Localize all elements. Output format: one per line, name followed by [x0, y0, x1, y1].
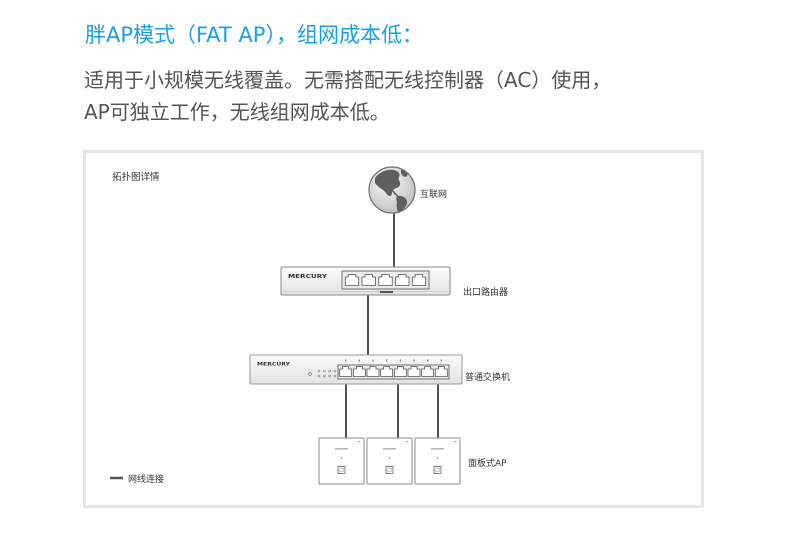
- switch-led: [323, 374, 326, 378]
- panel-ap-logo-mark: [335, 448, 348, 450]
- router-port: [344, 274, 360, 286]
- switch-port: [339, 366, 353, 377]
- switch-port-mark: [386, 359, 388, 362]
- continent-south-america: [396, 195, 407, 213]
- router-port: [395, 274, 410, 286]
- panel-ap-port: [337, 466, 346, 474]
- switch-port-mark: [358, 359, 360, 362]
- switch-power-indicator: [308, 372, 312, 376]
- diagram-title: 拓扑图详情: [112, 171, 160, 183]
- switch-port-panel: [337, 364, 450, 380]
- page-heading: 胖AP模式（FAT AP），组网成本低：: [85, 23, 423, 47]
- switch-port-mark: [372, 359, 374, 362]
- switch-led: [317, 374, 321, 378]
- panel-ap-indicator: [340, 457, 343, 459]
- panel-ap-body: [366, 437, 413, 485]
- switch-port-mark: [399, 359, 401, 362]
- panel-ap-logo-mark: [383, 448, 396, 450]
- switch-brand-logo: MERCURY: [257, 362, 291, 368]
- switch-led: [323, 369, 326, 373]
- switch-led: [328, 374, 331, 378]
- panel-ap-port-socket: [339, 468, 344, 472]
- router-port: [361, 274, 376, 286]
- panel-ap: [366, 437, 413, 485]
- switch-port: [352, 366, 366, 377]
- legend-label: 网线连接: [128, 473, 164, 485]
- switch-port-mark: [427, 359, 429, 362]
- description: 适用于小规模无线覆盖。无需搭配无线控制器（AC）使用， AP可独立工作，无线组网…: [84, 64, 611, 128]
- description-line-1: 适用于小规模无线覆盖。无需搭配无线控制器（AC）使用，: [84, 68, 612, 92]
- switch: MERCURY: [249, 354, 463, 385]
- switch-led: [333, 369, 337, 373]
- switch-port: [366, 366, 380, 377]
- panel-ap-label: 面板式AP: [468, 457, 507, 469]
- globe-continents: [375, 169, 408, 213]
- panel-ap-indicator: [436, 457, 439, 459]
- panel-ap: [414, 437, 461, 485]
- switch-port: [434, 366, 448, 377]
- continent-central-america: [392, 190, 398, 197]
- panel-ap-body: [414, 437, 461, 485]
- internet-label: 互联网: [420, 189, 447, 200]
- switch-port-mark: [413, 359, 415, 362]
- router-port: [378, 274, 393, 286]
- topology-diagram: 拓扑图详情 互联网 MERCURY 出口路由器: [83, 150, 704, 508]
- switch-led: [317, 369, 321, 373]
- panel-ap-body: [318, 437, 365, 485]
- globe-icon: [368, 166, 416, 214]
- switch-led: [328, 369, 331, 373]
- switch-led-group: [317, 369, 337, 378]
- panel-ap-logo-mark: [431, 448, 444, 450]
- switch-port: [407, 366, 421, 377]
- router-status-mark: [380, 291, 393, 293]
- description-line-2: AP可独立工作，无线组网成本低。: [84, 100, 390, 124]
- router-label: 出口路由器: [463, 286, 508, 298]
- switch-label: 普通交换机: [465, 371, 510, 383]
- panel-ap-port-socket: [387, 468, 392, 472]
- panel-ap-indicator: [388, 457, 391, 459]
- panel-ap-port-socket: [435, 468, 440, 472]
- legend: 网线连接: [110, 473, 164, 485]
- switch-port-mark: [440, 359, 442, 362]
- panel-ap-port: [433, 466, 442, 474]
- router-brand-logo: MERCURY: [288, 274, 327, 280]
- panel-ap-port: [385, 466, 394, 474]
- continent-north-america: [375, 169, 401, 196]
- switch-port: [393, 366, 407, 377]
- cable-group: [345, 212, 439, 438]
- router: MERCURY: [280, 266, 451, 296]
- switch-port-mark: [345, 359, 347, 362]
- switch-port: [380, 366, 394, 377]
- topology-canvas: 拓扑图详情 互联网 MERCURY 出口路由器: [110, 166, 510, 485]
- switch-port: [421, 366, 435, 377]
- panel-ap: [318, 437, 365, 485]
- switch-led: [333, 374, 337, 378]
- router-port: [411, 274, 427, 286]
- panel-ap-group: [318, 437, 461, 485]
- router-port-group: [344, 274, 427, 286]
- switch-port-group: [339, 359, 448, 377]
